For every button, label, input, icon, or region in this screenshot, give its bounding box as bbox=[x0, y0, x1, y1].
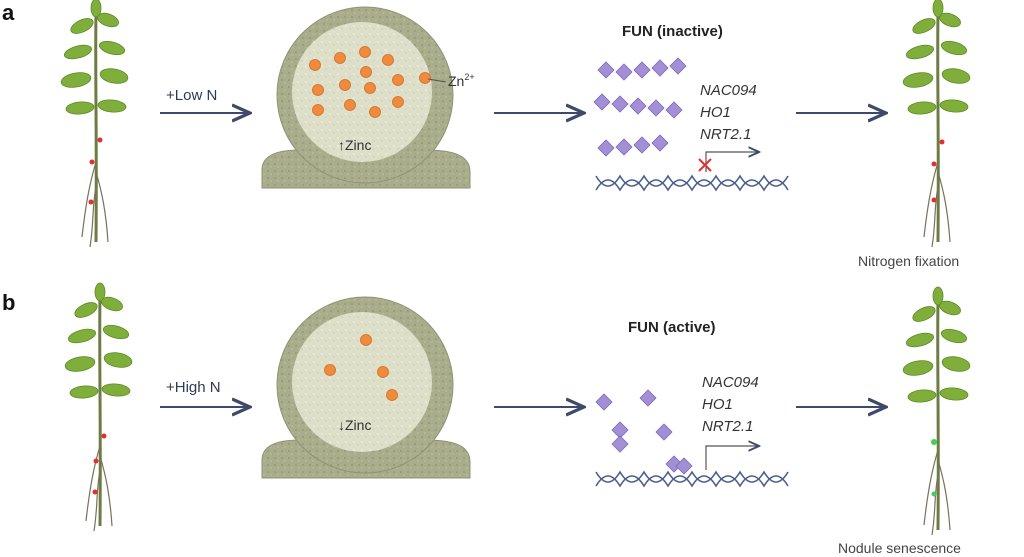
zinc-ion-dot bbox=[344, 99, 356, 111]
condition-label: +High N bbox=[166, 379, 221, 396]
dna-helix bbox=[595, 470, 789, 488]
zinc-ion-dot bbox=[392, 74, 404, 86]
transcription-start-arrow bbox=[705, 152, 758, 172]
zinc-ion-label: Zn2+ bbox=[448, 72, 475, 89]
panel-letter: a bbox=[2, 0, 15, 25]
senescent-nodule-marker bbox=[931, 491, 937, 497]
nodule-cell: ↓Zinc bbox=[261, 296, 471, 479]
nodule-cell: ↑Zinc bbox=[261, 6, 471, 189]
plant-illustration bbox=[62, 281, 135, 533]
nodule-marker bbox=[89, 159, 95, 165]
zinc-ion-dot bbox=[339, 79, 351, 91]
zinc-ion-cluster bbox=[309, 46, 431, 118]
gene-label: NRT2.1 bbox=[702, 418, 753, 435]
fun-state-label: FUN (active) bbox=[628, 319, 716, 336]
zinc-ion-dot bbox=[382, 54, 394, 66]
zinc-ion-dot bbox=[359, 46, 371, 58]
plant-illustration bbox=[900, 0, 973, 249]
nodule-marker bbox=[939, 139, 945, 145]
zinc-ion-dot bbox=[360, 334, 372, 346]
transcription-start-arrow bbox=[705, 446, 758, 470]
panel-a: a +Low N ↑Zinc Zn2+ FUN (inactive) bbox=[2, 0, 973, 269]
nodule-marker bbox=[931, 197, 937, 203]
dna-helix bbox=[595, 174, 789, 192]
fun-protein-oligomers bbox=[593, 57, 687, 157]
nodule-marker bbox=[97, 137, 103, 143]
ion-callout-line bbox=[427, 78, 447, 83]
outcome-label: Nitrogen fixation bbox=[858, 253, 959, 269]
zinc-level-label: ↓Zinc bbox=[338, 417, 371, 433]
plant-illustration bbox=[900, 285, 973, 537]
zinc-ion-dot bbox=[386, 389, 398, 401]
repression-mark bbox=[698, 158, 712, 172]
gene-label: HO1 bbox=[702, 396, 733, 413]
nodule-marker bbox=[93, 458, 99, 464]
zinc-ion-dot bbox=[312, 84, 324, 96]
nodule-marker bbox=[931, 161, 937, 167]
zinc-ion-dot bbox=[309, 59, 321, 71]
gene-label: NRT2.1 bbox=[700, 126, 751, 143]
zinc-ion-dot bbox=[369, 106, 381, 118]
panel-b: b +High N ↓Zinc FUN (active) N bbox=[2, 281, 973, 556]
gene-label: NAC094 bbox=[702, 374, 759, 391]
zinc-ion-dot bbox=[312, 104, 324, 116]
senescent-nodule-marker bbox=[931, 439, 937, 445]
zinc-ion-dot bbox=[419, 72, 431, 84]
panel-letter: b bbox=[2, 290, 15, 315]
zinc-ion-dot bbox=[360, 66, 372, 78]
fun-state-label: FUN (inactive) bbox=[622, 23, 723, 40]
nodule-marker bbox=[92, 489, 98, 495]
zinc-ion-dot bbox=[334, 52, 346, 64]
zinc-ion-cluster bbox=[324, 334, 398, 401]
outcome-label: Nodule senescence bbox=[838, 540, 961, 556]
plant-illustration bbox=[58, 0, 131, 249]
zinc-ion-dot bbox=[377, 366, 389, 378]
nodule-marker bbox=[101, 433, 107, 439]
zinc-level-label: ↑Zinc bbox=[338, 137, 371, 153]
fun-protein-monomers bbox=[595, 389, 693, 475]
nodule-marker bbox=[88, 199, 94, 205]
gene-label: HO1 bbox=[700, 104, 731, 121]
zinc-ion-dot bbox=[324, 364, 336, 376]
condition-label: +Low N bbox=[166, 87, 217, 104]
zinc-ion-dot bbox=[364, 82, 376, 94]
zinc-ion-dot bbox=[392, 96, 404, 108]
gene-label: NAC094 bbox=[700, 82, 757, 99]
